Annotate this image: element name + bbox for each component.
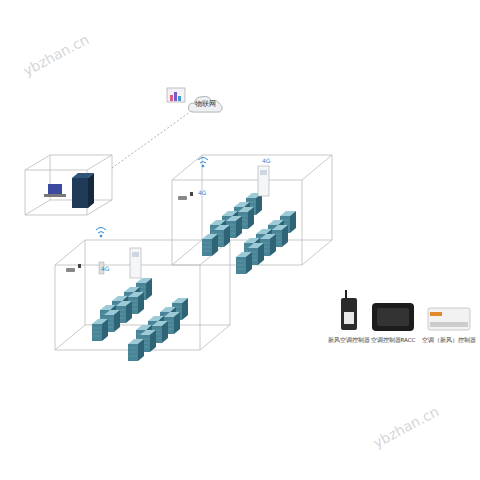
rack-line	[93, 332, 101, 333]
dashboard-icon	[167, 88, 185, 102]
label-text: 4G	[262, 158, 270, 164]
rack-line	[93, 336, 101, 337]
rack-side	[182, 298, 188, 320]
rack-side	[174, 312, 180, 334]
rack-line	[237, 269, 245, 270]
rack-line	[93, 328, 101, 329]
rack-line	[129, 352, 137, 353]
rack-front	[236, 257, 246, 274]
controller-devices	[341, 290, 470, 331]
wifi-symbol	[96, 158, 208, 237]
cloud-node: 物联网	[187, 93, 224, 115]
ac-unit	[99, 166, 269, 278]
rack-side	[248, 207, 254, 229]
label-text: 4G	[101, 266, 109, 272]
watermark: ybzhan.cn	[371, 404, 441, 450]
rack-line	[203, 251, 211, 252]
rack-side	[258, 243, 264, 265]
rack-side	[138, 292, 144, 314]
monitoring-equipment	[44, 173, 94, 208]
rack-line	[129, 348, 137, 349]
rack-front	[92, 324, 102, 341]
rack-side	[114, 310, 120, 332]
label-text: 新风空调控制器	[328, 338, 370, 344]
room-outline	[172, 155, 332, 265]
rack-line	[203, 247, 211, 248]
rack-side	[150, 330, 156, 352]
rack-side	[282, 225, 288, 247]
rack-side	[290, 211, 296, 233]
rack-front	[128, 344, 138, 361]
watermark: ybzhan.cn	[21, 32, 91, 78]
rack-side	[246, 252, 252, 274]
node-text: 物联网	[195, 99, 216, 109]
rack-front	[202, 239, 212, 256]
rack-side	[256, 193, 262, 215]
rack-side	[138, 339, 144, 361]
rack-line	[237, 265, 245, 266]
label-text: 4G	[198, 190, 206, 196]
rack-side	[212, 234, 218, 256]
dashed-link	[112, 112, 190, 168]
rack-line	[203, 243, 211, 244]
rack-side	[270, 234, 276, 256]
rack-line	[129, 356, 137, 357]
rack-side	[126, 301, 132, 323]
cloud-outline	[188, 96, 222, 112]
camera	[66, 192, 193, 272]
rack-side	[146, 278, 152, 300]
rack-side	[224, 225, 230, 247]
rack-side	[102, 319, 108, 341]
room-outline	[55, 240, 230, 350]
rack-side	[236, 216, 242, 238]
label-text: 空调（新风）控制器	[422, 338, 476, 344]
rack-side	[162, 321, 168, 343]
label-text: 空调控制器RACC	[371, 338, 416, 344]
rack-line	[237, 261, 245, 262]
room-outline	[25, 155, 112, 215]
